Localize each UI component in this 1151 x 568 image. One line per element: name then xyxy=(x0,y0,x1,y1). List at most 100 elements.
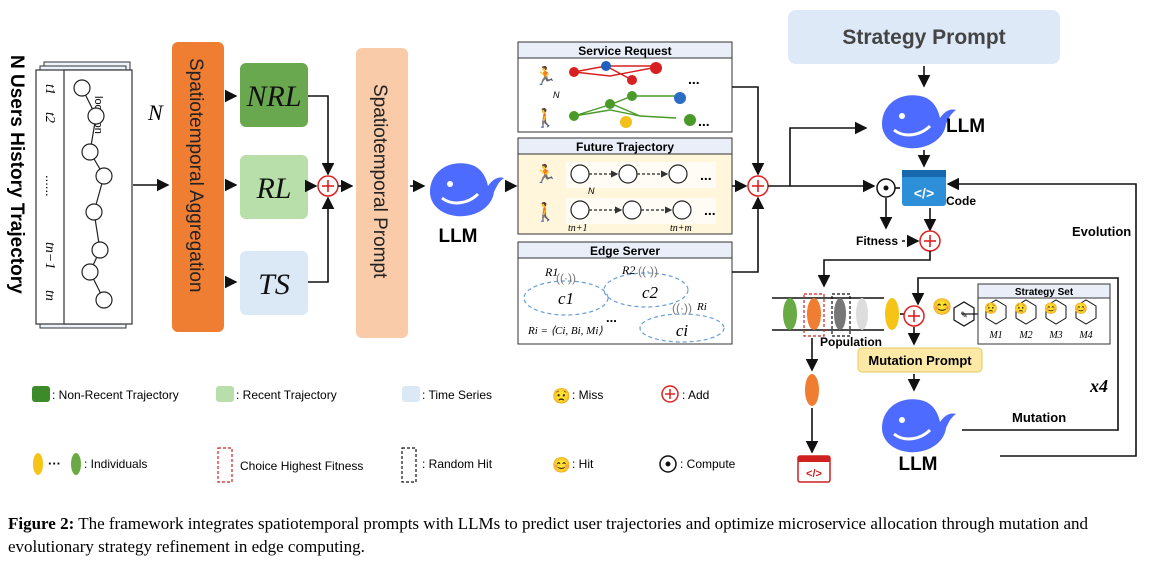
mutation-prompt-label: Mutation Prompt xyxy=(868,353,972,368)
future-n-label: N xyxy=(588,186,595,196)
future-person-green-icon: 🚶 xyxy=(534,201,556,222)
legend-compute-label: : Compute xyxy=(680,457,736,471)
svg-text:😟: 😟 xyxy=(1014,302,1028,315)
aggregation-block xyxy=(172,42,224,332)
antenna-1-icon: ((·)) xyxy=(556,271,576,285)
prompt-block xyxy=(356,48,408,338)
llm-top-whale-icon xyxy=(880,93,958,150)
location-node-path xyxy=(73,79,113,309)
antenna-2-icon: ((·)) xyxy=(638,264,658,278)
x4-label: x4 xyxy=(1089,376,1108,396)
tn1-label: tn−1 xyxy=(42,242,57,269)
legend-recent-label: : Recent Trajectory xyxy=(236,388,337,402)
future-trajectory-graph xyxy=(566,162,716,224)
prompt-label: Spatiotemporal Prompt xyxy=(369,84,390,279)
t2-label: t2 xyxy=(42,112,57,123)
legend-choice-box xyxy=(217,447,233,483)
arrow-nrl-add xyxy=(308,95,335,176)
legend-choice-label: Choice Highest Fitness xyxy=(240,459,363,473)
service-n-label: N xyxy=(553,90,560,100)
llm-label: LLM xyxy=(438,226,477,247)
aggregation-label: Spatiotemporal Aggregation xyxy=(185,58,206,293)
m2-label: M2 xyxy=(1018,330,1032,341)
legend-hit-icon: 😊 xyxy=(552,456,571,474)
nrl-label: NRL xyxy=(245,80,301,113)
person-green-icon: 🚶 xyxy=(534,107,556,128)
code-window-icon: </> xyxy=(902,170,946,206)
legend-individuals-label: : Individuals xyxy=(84,457,147,471)
tn-label: tn xyxy=(42,290,57,301)
svg-text:😟: 😟 xyxy=(984,302,998,315)
legend-individual-dots: ··· xyxy=(48,456,61,471)
ri-label: Ri xyxy=(696,301,707,313)
legend-recent-swatch xyxy=(216,386,234,402)
service-dots-1: ... xyxy=(688,71,700,87)
legend: : Non-Recent Trajectory : Recent Traject… xyxy=(32,385,736,483)
add-symbol-4 xyxy=(903,305,925,327)
arrow-service-add xyxy=(732,86,765,176)
ts-label: TS xyxy=(258,268,290,301)
legend-compute-icon xyxy=(659,455,677,473)
compute-symbol xyxy=(876,178,896,198)
t1-label: t1 xyxy=(42,84,57,95)
caption-prefix: Figure 2: xyxy=(8,514,75,533)
selected-individual xyxy=(805,374,819,406)
r2-label: R2 xyxy=(621,263,635,277)
legend-non-recent-label: : Non-Recent Trajectory xyxy=(52,388,179,402)
strategy-prompt-box xyxy=(788,10,1060,64)
m4-label: M4 xyxy=(1078,330,1092,341)
legend-add-icon xyxy=(661,385,679,403)
caption-text: The framework integrates spatiotemporal … xyxy=(8,514,1088,556)
add-symbol-1 xyxy=(317,175,339,197)
ci-label: ci xyxy=(676,321,689,340)
service-request-graph: 🏃 🚶 xyxy=(534,61,696,128)
svg-text:</>: </> xyxy=(914,185,934,201)
input-title: N Users History Trajectory xyxy=(6,55,27,294)
legend-add-label: : Add xyxy=(682,388,709,402)
legend-miss-icon: 😟 xyxy=(552,387,571,405)
history-trajectory-stack xyxy=(35,61,133,329)
strategy-set-header xyxy=(977,283,1111,299)
svg-text:😊: 😊 xyxy=(1044,302,1058,315)
m3-label: M3 xyxy=(1048,330,1062,341)
population-label: Population xyxy=(820,335,882,349)
llm-bottom-label: LLM xyxy=(898,454,937,475)
add-symbol-2 xyxy=(747,175,769,197)
llm-top-label: LLM xyxy=(946,116,985,137)
edge-server-title: Edge Server xyxy=(590,244,660,258)
nrl-box xyxy=(240,63,308,127)
arrow-edge-add xyxy=(732,196,765,273)
future-dots-2: ... xyxy=(704,202,716,218)
evolution-loop-arrow xyxy=(946,177,1137,457)
evolution-label: Evolution xyxy=(1072,224,1131,239)
future-person-red-icon: 🏃 xyxy=(534,163,556,184)
legend-random-box xyxy=(401,447,417,483)
legend-ts-swatch xyxy=(402,386,420,402)
c2-label: c2 xyxy=(642,283,659,302)
legend-individual-yellow xyxy=(33,453,43,475)
edge-dots: ... xyxy=(606,310,617,325)
ts-box xyxy=(240,251,308,315)
rl-box xyxy=(240,155,308,219)
edge-server-panel xyxy=(517,241,733,345)
arrow-add-llm-top xyxy=(789,121,868,186)
legend-non-recent-swatch xyxy=(32,386,50,402)
future-dots-1: ... xyxy=(700,167,712,183)
antenna-i-icon: ((·)) xyxy=(672,301,692,315)
edge-server-cells xyxy=(523,272,725,343)
mutation-label: Mutation xyxy=(1012,410,1066,425)
rl-label: RL xyxy=(255,172,291,205)
fitness-label: Fitness xyxy=(856,234,898,248)
tn-plus-m-label: tn+m xyxy=(670,223,692,234)
llm-bottom-whale-icon xyxy=(880,397,958,454)
legend-random-label: : Random Hit xyxy=(422,457,493,471)
arrow-add-population xyxy=(817,251,931,288)
service-request-title: Service Request xyxy=(578,44,671,58)
hit-emoji-icon: 😊 xyxy=(932,298,952,316)
strategy-set-title: Strategy Set xyxy=(1015,287,1074,298)
future-trajectory-title: Future Trajectory xyxy=(576,140,674,154)
svg-text:</>: </> xyxy=(806,468,822,480)
mutation-loop-arrow xyxy=(911,277,1119,431)
strategy-prompt-label: Strategy Prompt xyxy=(842,26,1005,49)
population-group xyxy=(772,293,899,337)
